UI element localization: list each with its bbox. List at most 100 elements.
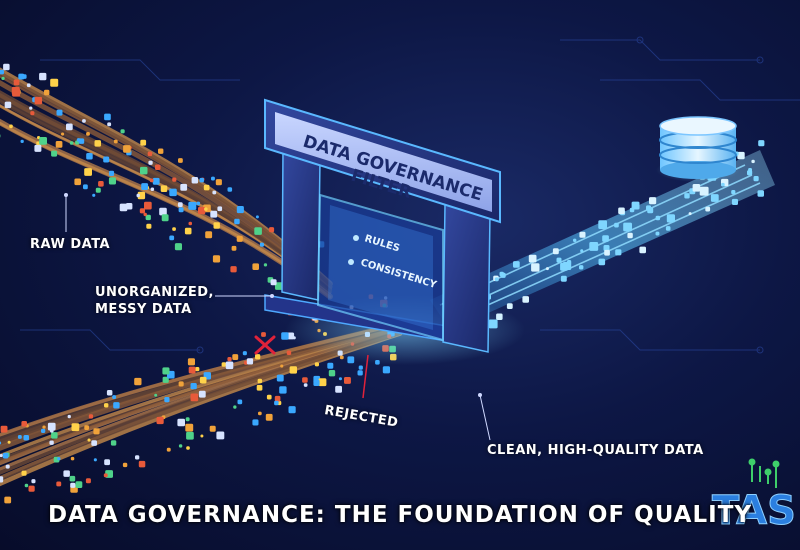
messy-particle: [237, 399, 243, 405]
clean-particle: [560, 275, 567, 282]
clean-particle: [545, 267, 549, 271]
messy-particle: [318, 378, 327, 387]
messy-particle: [204, 207, 208, 211]
messy-particle: [76, 138, 81, 142]
messy-particle: [71, 423, 80, 432]
clean-particle: [580, 249, 584, 253]
messy-particle: [103, 156, 110, 163]
clean-particle: [623, 222, 632, 232]
clean-particle: [556, 257, 562, 263]
messy-particle: [276, 374, 284, 382]
messy-particle: [231, 245, 237, 251]
messy-particle: [156, 416, 164, 425]
messy-particle: [154, 393, 158, 397]
messy-particle: [106, 390, 113, 396]
clean-particle: [531, 263, 540, 272]
messy-particle: [169, 188, 177, 197]
messy-particle: [140, 139, 147, 146]
messy-particle: [196, 201, 201, 206]
clean-particle: [603, 245, 610, 251]
messy-particle: [255, 354, 261, 360]
messy-particle: [20, 139, 24, 143]
messy-particle: [252, 263, 259, 270]
clean-particle: [758, 140, 765, 147]
clean-data-label: CLEAN, HIGH-QUALITY DATA: [487, 443, 704, 458]
messy-particle: [29, 106, 33, 110]
messy-particle: [266, 394, 272, 400]
messy-particle: [23, 435, 29, 441]
messy-particle: [17, 435, 22, 439]
messy-particle: [344, 377, 351, 384]
messy-particle: [302, 377, 308, 383]
messy-particle: [56, 109, 63, 116]
messy-particle: [148, 160, 153, 165]
messy-particle: [328, 370, 336, 377]
clean-particle: [627, 232, 633, 239]
clean-particle: [494, 277, 499, 282]
messy-particle: [212, 255, 221, 263]
messy-particle: [150, 187, 155, 191]
clean-particle: [747, 170, 753, 176]
clean-particle: [598, 258, 606, 266]
circuit-lines: [20, 36, 800, 354]
clean-particle: [655, 215, 661, 221]
messy-particle: [21, 470, 27, 476]
messy-particle: [95, 187, 101, 193]
messy-stream-strand: [0, 97, 332, 293]
messy-particle: [161, 214, 169, 222]
clean-particle: [614, 222, 619, 228]
messy-particle: [169, 235, 175, 241]
messy-particle: [26, 83, 31, 88]
messy-particle: [185, 417, 190, 422]
messy-particle: [92, 193, 96, 197]
messy-particle: [82, 119, 86, 123]
clean-particle: [602, 235, 609, 242]
messy-particle: [67, 414, 71, 419]
clean-particle: [552, 248, 559, 255]
messy-particle: [143, 212, 147, 217]
messy-particle: [83, 184, 88, 190]
messy-particle: [51, 150, 58, 157]
messy-particle: [158, 148, 164, 154]
messy-particle: [155, 164, 161, 170]
messy-particle: [3, 63, 10, 71]
messy-particle: [7, 440, 11, 444]
messy-particle: [178, 444, 183, 448]
messy-particle: [69, 475, 76, 482]
clean-particle: [500, 272, 506, 278]
messy-particle: [246, 358, 254, 365]
messy-particle: [30, 111, 35, 116]
messy-particle: [259, 242, 264, 247]
messy-particle: [286, 350, 292, 355]
clean-particle: [563, 261, 572, 270]
clean-particle: [692, 184, 701, 192]
messy-particle: [4, 496, 12, 504]
messy-particle: [199, 376, 207, 384]
messy-particle: [39, 137, 47, 145]
messy-particle: [212, 190, 217, 195]
messy-particle: [9, 124, 13, 129]
messy-particle: [274, 400, 279, 406]
messy-particle: [279, 386, 287, 394]
messy-particle: [47, 422, 56, 431]
messy-particle: [191, 177, 199, 184]
governance-filter-gate: [264, 98, 525, 365]
clean-particle: [710, 194, 719, 202]
messy-particle: [134, 377, 142, 386]
messy-particle: [55, 141, 63, 148]
messy-particle: [177, 202, 183, 207]
clean-particle: [731, 190, 736, 195]
messy-particle: [31, 479, 36, 484]
messy-particle: [327, 362, 334, 369]
messy-particle: [198, 206, 206, 215]
messy-particle: [49, 440, 54, 445]
messy-particle: [263, 263, 268, 267]
messy-particle: [21, 421, 27, 427]
messy-particle: [2, 452, 9, 459]
clean-particle: [646, 205, 652, 211]
messy-particle: [140, 166, 148, 175]
clean-particle: [757, 190, 764, 197]
messy-particle: [313, 379, 320, 386]
messy-particle: [85, 478, 91, 484]
